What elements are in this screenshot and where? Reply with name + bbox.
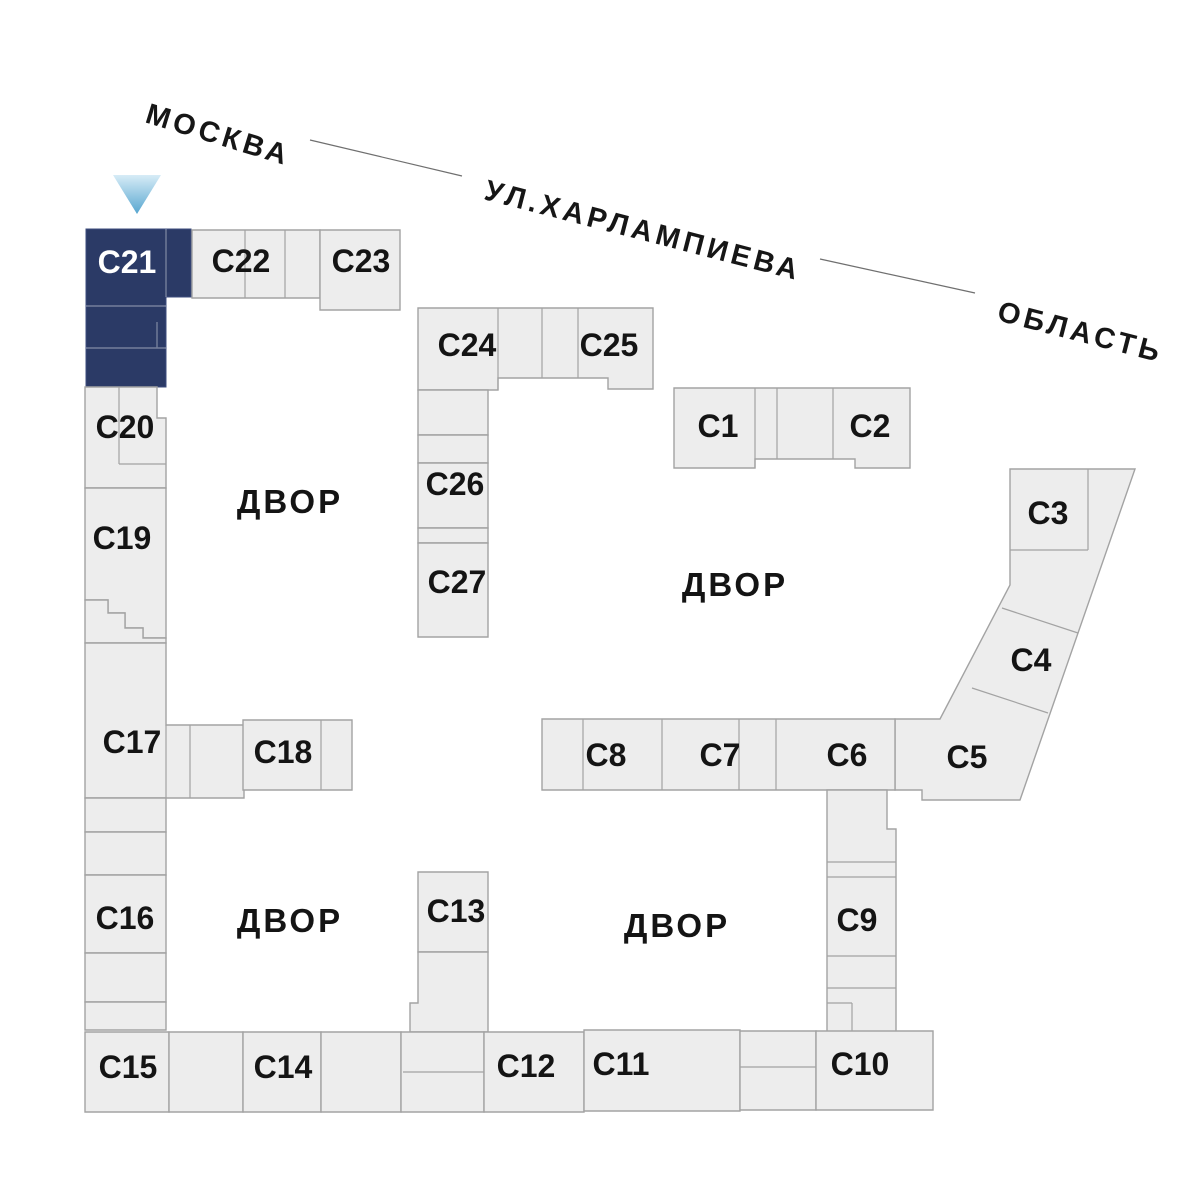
building-c17-divisions [165,725,191,798]
courtyard-label-bottom-right: ДВОР [624,907,730,944]
building-c9-divisions [827,861,896,1032]
building-c26-label: С26 [426,466,485,502]
building-c23-label: С23 [332,243,391,279]
building-c17-label: С17 [103,724,162,760]
building-c14-label: С14 [254,1049,313,1085]
building-c13-label: С13 [427,893,486,929]
selected-building-marker-icon [113,175,161,214]
building-section[interactable] [84,797,167,833]
building-section[interactable] [168,1031,244,1113]
building-c5-label: С5 [947,739,988,775]
building-c27-label: С27 [428,564,487,600]
building-c3-c4-c5-band[interactable] [894,468,1136,801]
building-c6-c7-c8-row[interactable] [541,718,896,791]
building-c22-label: С22 [212,243,271,279]
street-label-kharlampieva: УЛ.ХАРЛАМПИЕВА [481,175,805,288]
building-c4-label: С4 [1011,642,1052,678]
building-c25-label: С25 [580,327,639,363]
building-c10-label: С10 [831,1046,890,1082]
building-c12-label: С12 [497,1048,556,1084]
building-c13-stem[interactable] [409,951,489,1033]
building-c22-divisions [244,230,286,298]
courtyard-label-top-left: ДВОР [237,483,343,520]
building-c21-label: С21 [98,244,157,280]
building-section[interactable] [417,527,489,544]
courtyard-label-top-right: ДВОР [682,566,788,603]
building-section[interactable] [84,952,167,1003]
building-section[interactable] [320,1031,402,1113]
courtyard-label-bottom-left: ДВОР [237,902,343,939]
building-section[interactable] [417,434,489,464]
building-c7-label: С7 [700,737,741,773]
building-c3-label: С3 [1028,495,1069,531]
building-c6-c7-c8-divisions [582,719,777,790]
building-c23[interactable] [319,229,401,311]
building-c6-label: С6 [827,737,868,773]
street-line-2 [819,258,976,294]
building-section[interactable] [84,831,167,876]
building-c11[interactable] [583,1029,741,1112]
building-c10[interactable] [815,1030,934,1111]
street-label-oblast: ОБЛАСТЬ [994,296,1167,370]
building-c18[interactable] [242,719,353,791]
building-c20-divisions [118,387,166,465]
street-label-moscow: МОСКВА [142,98,295,172]
building-c19-label: С19 [93,520,152,556]
building-c1-c2-divisions [754,388,834,468]
building-c18-label: С18 [254,734,313,770]
building-c2-label: С2 [850,408,891,444]
building-c1-c2-row[interactable] [673,387,911,469]
building-section[interactable] [84,1001,167,1031]
building-c24-label: С24 [438,327,497,363]
building-c12[interactable] [483,1031,585,1113]
building-c8-label: С8 [586,737,627,773]
building-c24-c25-divisions [497,308,579,390]
building-c21-divisions [86,229,167,349]
building-c17[interactable] [84,642,245,799]
building-section[interactable] [739,1030,817,1111]
building-c9-label: С9 [837,902,878,938]
building-c20-label: С20 [96,409,155,445]
building-c15-label: С15 [99,1049,158,1085]
building-c27[interactable] [417,542,489,638]
building-c3-c4-c5-divisions [971,469,1089,714]
building-c16-label: С16 [96,900,155,936]
building-c1-label: С1 [698,408,739,444]
building-section[interactable] [417,389,489,436]
street-line-1 [309,139,463,177]
building-c11-label: С11 [593,1046,650,1082]
